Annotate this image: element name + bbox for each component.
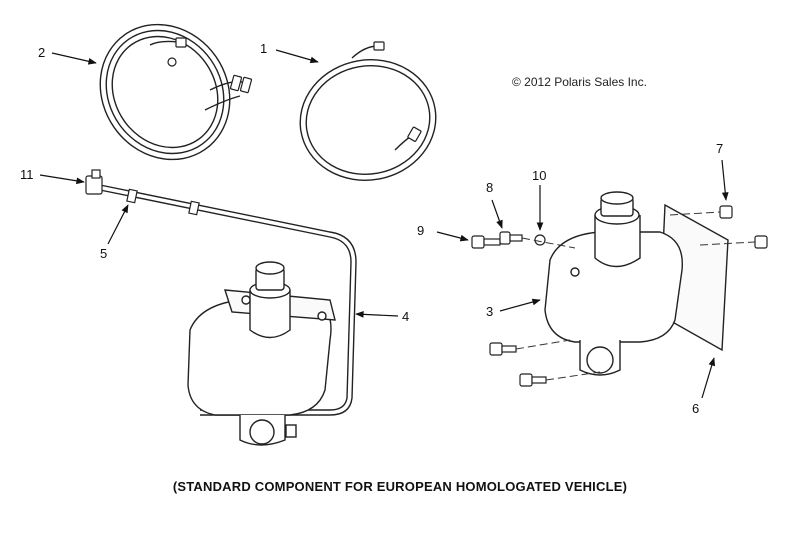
- wire-harness-coil-2: [99, 23, 243, 161]
- harness-connectors-1: [373, 41, 422, 142]
- copyright-text: © 2012 Polaris Sales Inc.: [512, 75, 647, 89]
- washer-reservoir-right: [544, 191, 729, 376]
- callout-leaders: [39, 49, 729, 399]
- hose-clips-5: [126, 188, 200, 216]
- washer-hose-4: [99, 184, 357, 416]
- washer-reservoir-left: [187, 261, 336, 446]
- callout-7: 7: [716, 141, 723, 156]
- callout-6: 6: [692, 401, 699, 416]
- callout-labels: 1 2 3 4 5 6 7 8 9 10 11: [20, 41, 723, 416]
- callout-3: 3: [486, 304, 493, 319]
- callout-1: 1: [260, 41, 267, 56]
- callout-5: 5: [100, 246, 107, 261]
- callout-4: 4: [402, 309, 409, 324]
- callout-9: 9: [417, 223, 424, 238]
- callout-2: 2: [38, 45, 45, 60]
- callout-11: 11: [20, 167, 34, 182]
- callout-8: 8: [486, 180, 493, 195]
- diagram-caption: (STANDARD COMPONENT FOR EUROPEAN HOMOLOG…: [172, 479, 628, 494]
- hose-nozzle-11: [85, 169, 103, 195]
- callout-10: 10: [532, 168, 546, 183]
- harness-connectors-2: [167, 37, 253, 94]
- wire-harness-loop-1: [299, 45, 437, 181]
- hardware-alignment-lines: [515, 211, 756, 381]
